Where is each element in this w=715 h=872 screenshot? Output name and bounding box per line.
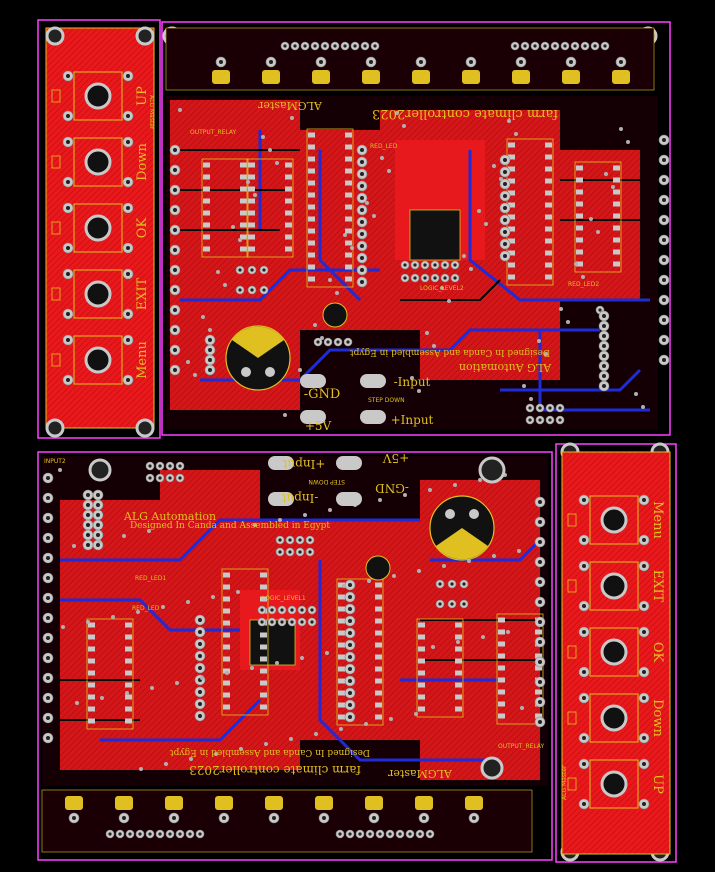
left-panel-outline xyxy=(37,19,161,439)
bottom-input-plus: +Input xyxy=(282,457,325,471)
bottom-tagline: Designed In Canda and Assembled in Egypt xyxy=(130,521,330,531)
bottom-plus5-label: +5V xyxy=(382,451,409,465)
ic-footprint xyxy=(221,568,269,716)
bottom-gnd-label: -GND xyxy=(375,481,409,495)
left-panel-button-label: UP xyxy=(135,86,150,106)
tactile-switch-icon xyxy=(600,704,628,732)
left-panel-button-label: EXIT xyxy=(135,277,150,310)
top-brand: ALG Automation xyxy=(459,361,552,374)
ic-footprint xyxy=(86,618,134,730)
right-panel-button-label: Menu xyxy=(650,501,665,539)
right-panel-button-label: UP xyxy=(650,774,665,794)
ic-footprint xyxy=(416,618,464,718)
tactile-switch-icon xyxy=(600,572,628,600)
right-panel-button-label: EXIT xyxy=(650,570,665,603)
mounting-hole-icon xyxy=(45,26,65,46)
right-panel-button-label: OK xyxy=(650,642,665,663)
right-panel-button-ok[interactable] xyxy=(589,627,639,677)
bottom-logic-label: LOGIC_LEVEL1 xyxy=(262,595,306,602)
ic-footprint xyxy=(306,128,354,288)
top-plus5-label: +5V xyxy=(305,419,332,433)
bottom-led-label-1: RED_LED1 xyxy=(135,575,166,582)
bottom-power-pads xyxy=(268,456,362,506)
top-connector-label: OUTPUT_RELAY xyxy=(190,129,237,136)
right-panel-button-menu[interactable] xyxy=(589,495,639,545)
top-led-label-2: RED_LED2 xyxy=(568,281,599,288)
top-input-plus: +Input xyxy=(391,413,434,427)
left-panel-button-up[interactable] xyxy=(73,71,123,121)
tactile-switch-icon xyxy=(84,280,112,308)
ic-footprint xyxy=(496,613,544,725)
top-board: farm climate controller2023 ALGMaster AL… xyxy=(165,27,670,433)
right-panel-button-label: Down xyxy=(650,699,665,737)
ic-footprint xyxy=(246,158,294,258)
top-tagline: Designed In Canda and Assembled in Egypt xyxy=(350,347,550,357)
bottom-input-label: INPUT2 xyxy=(44,458,66,465)
bottom-project-title: farm climate controller2023 xyxy=(189,763,361,777)
mounting-hole-icon xyxy=(45,418,65,438)
bottom-led-label-2: RED_LED xyxy=(132,605,160,612)
left-panel-author: ALG Master xyxy=(148,95,155,130)
right-panel-button-up[interactable] xyxy=(589,759,639,809)
left-panel-button-label: OK xyxy=(135,218,150,239)
tactile-switch-icon xyxy=(600,506,628,534)
right-panel-button-down[interactable] xyxy=(589,693,639,743)
right-panel-outline xyxy=(555,443,677,863)
tactile-switch-icon xyxy=(84,214,112,242)
tactile-switch-icon xyxy=(84,346,112,374)
tactile-switch-icon xyxy=(84,148,112,176)
left-panel-button-label: Menu xyxy=(135,341,150,379)
board-outlines xyxy=(37,19,677,863)
top-project-title: farm climate controller2023 xyxy=(372,106,558,121)
ic-footprint xyxy=(574,161,622,273)
bottom-brand: ALG Automation xyxy=(123,510,216,523)
bottom-connector-label: OUTPUT_RELAY xyxy=(498,743,545,750)
ic-footprint xyxy=(336,578,384,726)
tactile-switch-icon xyxy=(84,82,112,110)
bottom-tagline-mirrored: Designed In Canda and Assembled in Egypt xyxy=(170,747,370,757)
top-input-minus: -Input xyxy=(394,375,431,389)
top-module-label: STEP DOWN xyxy=(368,397,405,404)
tactile-switch-icon xyxy=(600,770,628,798)
left-panel-button-ok[interactable] xyxy=(73,203,123,253)
top-author: ALGMaster xyxy=(257,99,322,112)
top-board-outline xyxy=(161,21,671,436)
mounting-hole-icon xyxy=(135,418,155,438)
bottom-module-label: STEP DOWN xyxy=(308,478,345,485)
bottom-input-minus: -Input xyxy=(281,491,318,505)
right-panel-author: ALG Master xyxy=(561,765,568,800)
bottom-board: ALG Automation Designed In Canda and Ass… xyxy=(41,451,548,853)
bottom-capacitor xyxy=(429,495,495,561)
ic-footprint xyxy=(201,158,249,258)
tactile-switch-icon xyxy=(600,638,628,666)
top-header-strip xyxy=(165,27,655,91)
right-panel-button-exit[interactable] xyxy=(589,561,639,611)
left-panel-button-down[interactable] xyxy=(73,137,123,187)
top-led-label-1: RED_LED xyxy=(370,143,398,150)
bottom-board-outline xyxy=(37,451,553,861)
mounting-hole-icon xyxy=(135,26,155,46)
top-capacitor xyxy=(225,325,291,391)
left-panel-button-menu[interactable] xyxy=(73,335,123,385)
top-logic-label: LOGIC_LEVEL2 xyxy=(420,285,464,292)
top-power-pads xyxy=(300,374,386,424)
left-panel-button-label: Down xyxy=(135,142,150,180)
top-traces xyxy=(180,149,640,301)
top-gnd-label: -GND xyxy=(304,387,341,402)
bottom-author: ALGMaster xyxy=(387,767,452,780)
left-panel-button-exit[interactable] xyxy=(73,269,123,319)
